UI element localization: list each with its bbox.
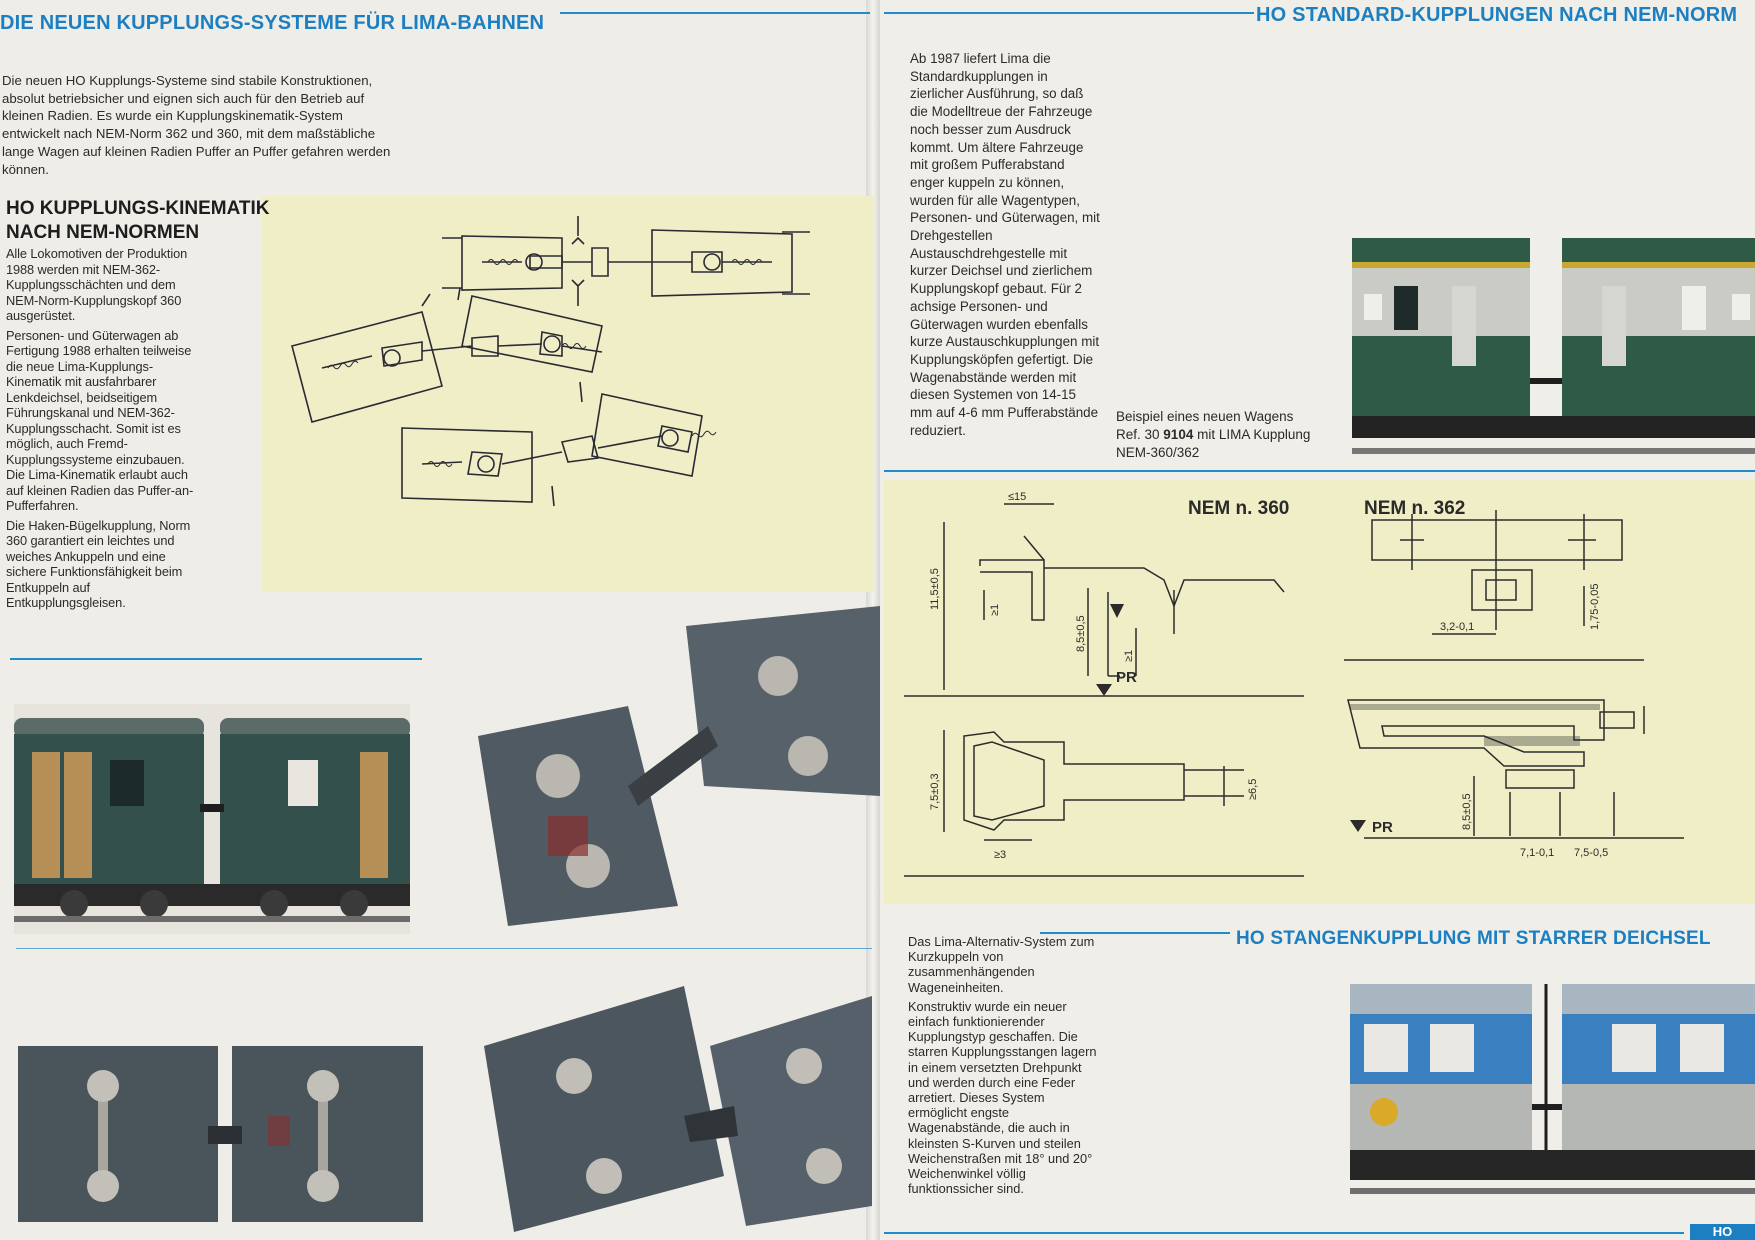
nem-diagrams-panel: NEM n. 360 NEM n. 362: [884, 480, 1755, 904]
dim-360-3: ≥1: [989, 604, 1001, 616]
dim-362-3: 8,5±0,5: [1461, 793, 1473, 830]
dim-360-1: ≤15: [1008, 491, 1026, 503]
dim-362-2: 1,75-0,05: [1589, 584, 1601, 630]
bogie-angled-illustration: [484, 986, 872, 1232]
section-title-line1: HO KUPPLUNGS-KINEMATIK: [6, 198, 270, 219]
dim-360-6: 7,5±0,3: [929, 773, 941, 810]
left-page-title: DIE NEUEN KUPPLUNGS-SYSTEME FÜR LIMA-BAH…: [0, 12, 545, 34]
dim-360-2: 11,5±0,5: [929, 568, 941, 610]
dim-362-4: 7,1-0,1: [1520, 847, 1554, 859]
kinematic-diagram-panel: [262, 196, 874, 592]
bottom-section-title: HO STANGENKUPPLUNG MIT STARRER DEICHSEL: [1236, 928, 1711, 949]
dim-360-4: 8,5±0,5: [1075, 615, 1087, 652]
alt-paragraph-2: Konstruktiv wurde ein neuer einfach funk…: [908, 998, 1097, 1197]
photo-rule: [16, 948, 872, 949]
nem-360-label: NEM n. 360: [1188, 498, 1290, 519]
dim-360-8: ≥3: [994, 849, 1006, 861]
nem-362-label: NEM n. 362: [1364, 498, 1466, 519]
pr-label-362: PR: [1372, 819, 1393, 836]
dim-360-7: ≥6,5: [1247, 779, 1259, 800]
green-coaches-illustration: [1352, 238, 1755, 454]
paragraph-3: Die Haken-Bügelkupplung, Norm 360 garant…: [6, 517, 191, 611]
kinematic-text: Alle Lokomotiven der Produktion 1988 wer…: [6, 246, 202, 615]
pr-label-360: PR: [1116, 669, 1137, 686]
corner-tab: HO: [1690, 1224, 1755, 1240]
dim-362-1: 3,2-0,1: [1440, 621, 1474, 633]
photo-caption: Beispiel eines neuen Wagens Ref. 30 9104…: [1116, 409, 1311, 460]
coaches-photo-right: [1352, 238, 1755, 460]
caption-ref: 9104: [1163, 426, 1194, 442]
bogie-photo-curve: [478, 606, 880, 926]
paragraph-1: Alle Lokomotiven der Produktion 1988 wer…: [6, 246, 188, 323]
bottom-rule: [884, 1232, 1684, 1234]
dim-362-5: 7,5-0,5: [1574, 847, 1608, 859]
bottom-title-rule: [1040, 932, 1230, 934]
bogie-straight-illustration: [18, 1046, 423, 1222]
right-page-title: HO STANDARD-KUPPLUNGEN NACH NEM-NORM: [1256, 4, 1738, 26]
kinematic-diagram: [291, 216, 810, 507]
bogie-photo-straight: [18, 1036, 423, 1232]
title-rule: [560, 12, 870, 14]
paragraph-2: Personen- und Güterwagen ab Fertigung 19…: [6, 327, 194, 514]
section-title-line2: NACH NEM-NORMEN: [6, 222, 200, 243]
bogie-photo-angled: [484, 986, 872, 1232]
standard-coupling-text: Ab 1987 liefert Lima die Standardkupplun…: [910, 51, 1100, 438]
coaches-photo-left: [14, 704, 410, 934]
bogie-curve-illustration: [478, 606, 880, 926]
alt-paragraph-1: Das Lima-Alternativ-System zum Kurzkuppe…: [908, 934, 1095, 995]
blue-coaches-illustration: [1350, 984, 1755, 1194]
coaches-illustration: [14, 718, 410, 922]
right-title-rule: [884, 12, 1254, 14]
coaches-photo-blue: [1350, 984, 1755, 1210]
dim-360-5: ≥1: [1123, 650, 1135, 662]
section-rule: [10, 658, 422, 660]
alternative-system-text: Das Lima-Alternativ-System zum Kurzkuppe…: [908, 934, 1098, 1200]
intro-text: Die neuen HO Kupplungs-Systeme sind stab…: [2, 73, 391, 177]
nem-technical-drawings: ≤15 11,5±0,5 ≥1 8,5±0,5 ≥1 7,5±0,3 ≥6,5 …: [904, 491, 1684, 877]
nem-section-rule: [884, 470, 1755, 472]
